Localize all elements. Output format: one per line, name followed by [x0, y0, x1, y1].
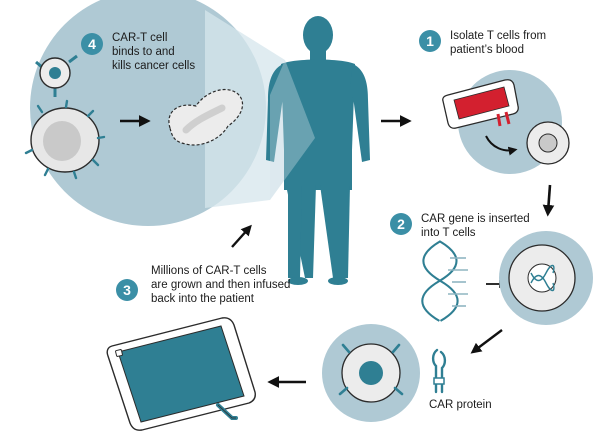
patient-figure	[266, 16, 370, 285]
car-protein-label: CAR protein	[429, 399, 492, 411]
arrow-to-step2	[542, 184, 555, 217]
dna-helix-icon	[421, 240, 468, 322]
arrow-isolate	[485, 135, 518, 156]
step2-badge: 2	[390, 213, 412, 235]
step1-label: Isolate T cells from patient’s blood	[450, 30, 549, 56]
dead-cancer-cell	[168, 89, 243, 146]
infusion-bag-icon	[106, 317, 256, 431]
step2-zoom-circle	[499, 231, 593, 325]
car-t-cell-zoom-circle	[322, 324, 420, 422]
blood-bag-icon	[442, 79, 519, 129]
step3-label: Millions of CAR-T cells are grown and th…	[151, 265, 294, 305]
car-protein-icon	[431, 348, 447, 394]
isolated-t-cell	[526, 121, 570, 165]
arrow-to-patient	[231, 224, 252, 248]
step4-badge: 4	[81, 33, 103, 55]
step1-number: 1	[426, 33, 434, 49]
car-t-cell-small	[35, 54, 78, 97]
step4-number: 4	[88, 36, 96, 52]
arrow-to-car-t-cell	[470, 329, 503, 354]
step3-number: 3	[123, 282, 131, 298]
step1-badge: 1	[419, 30, 441, 52]
step3-badge: 3	[116, 279, 138, 301]
step4-label: CAR-T cell binds to and kills cancer cel…	[112, 32, 195, 72]
step2-number: 2	[397, 216, 405, 232]
cancer-cell	[24, 99, 106, 180]
step2-label: CAR gene is inserted into T cells	[421, 213, 533, 239]
